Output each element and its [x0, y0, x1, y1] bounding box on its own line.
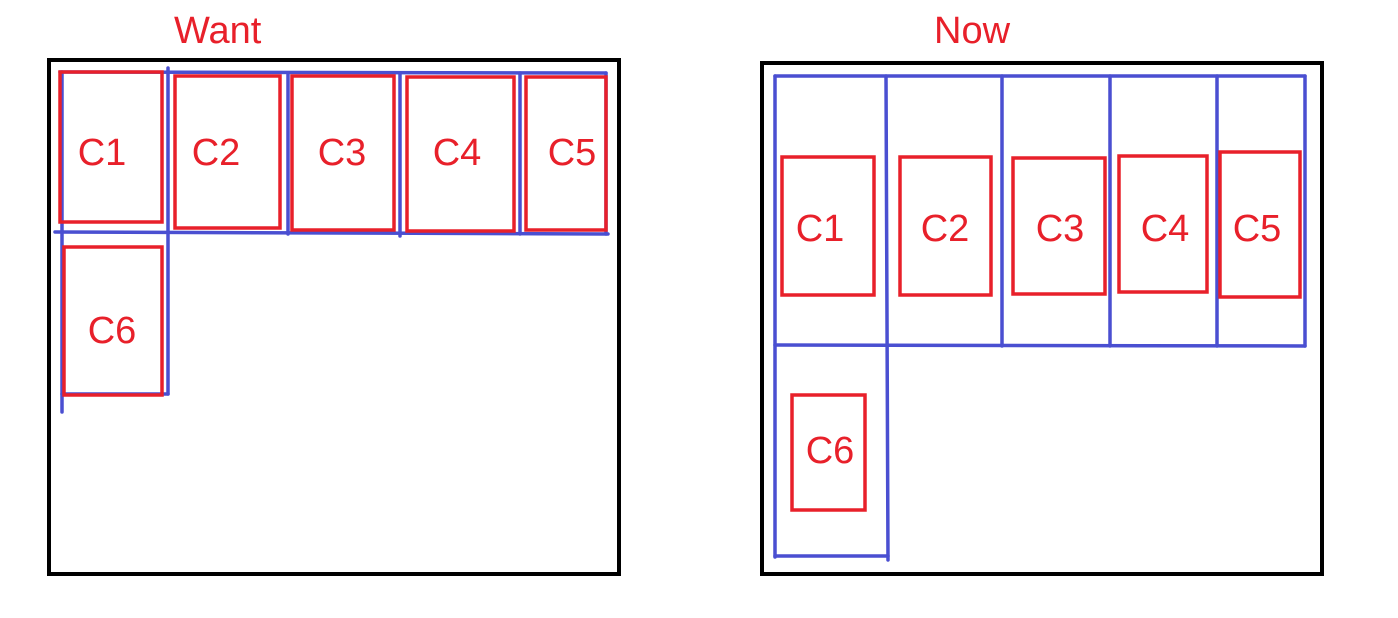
want-box-label: C3: [318, 132, 367, 174]
now-box-label: C5: [1233, 208, 1282, 250]
now-panel-title: Now: [934, 10, 1011, 52]
want-box-label: C1: [78, 132, 127, 174]
want-box-c6: C6: [62, 245, 164, 397]
now-box-c3: C3: [1011, 156, 1107, 296]
now-grid-line: [773, 343, 1307, 348]
want-box-c3: C3: [290, 74, 396, 232]
want-box-c2: C2: [173, 74, 282, 230]
now-box-c1: C1: [780, 155, 876, 297]
now-box-c4: C4: [1117, 154, 1209, 294]
want-panel: C1 C2 C3 C4 C5: [47, 58, 621, 576]
now-frame: [760, 61, 1324, 576]
want-box-label: C5: [548, 132, 597, 174]
now-box-label: C6: [806, 430, 855, 472]
want-box-label: C4: [433, 132, 482, 174]
now-panel: C1 C2 C3 C4 C5: [760, 61, 1324, 576]
want-box-label: C2: [192, 132, 241, 174]
now-box-label: C1: [796, 208, 845, 250]
want-frame: [47, 58, 621, 576]
want-box-c5: C5: [524, 75, 608, 232]
now-box-label: C4: [1141, 208, 1190, 250]
now-boxes: C1 C2 C3 C4 C5: [780, 150, 1302, 512]
want-box-label: C6: [88, 310, 137, 352]
now-box-c6: C6: [790, 393, 867, 512]
now-grid-line: [884, 74, 890, 562]
now-box-label: C2: [921, 208, 970, 250]
want-panel-title: Want: [174, 10, 262, 52]
want-box-c1: C1: [58, 70, 164, 224]
now-box-label: C3: [1036, 208, 1085, 250]
want-grid-line: [53, 230, 610, 236]
now-box-c2: C2: [898, 155, 993, 297]
want-box-c4: C4: [405, 75, 516, 233]
now-box-c5: C5: [1218, 150, 1302, 299]
now-grid-lines: [773, 74, 1307, 562]
want-boxes: C1 C2 C3 C4 C5: [58, 70, 608, 397]
